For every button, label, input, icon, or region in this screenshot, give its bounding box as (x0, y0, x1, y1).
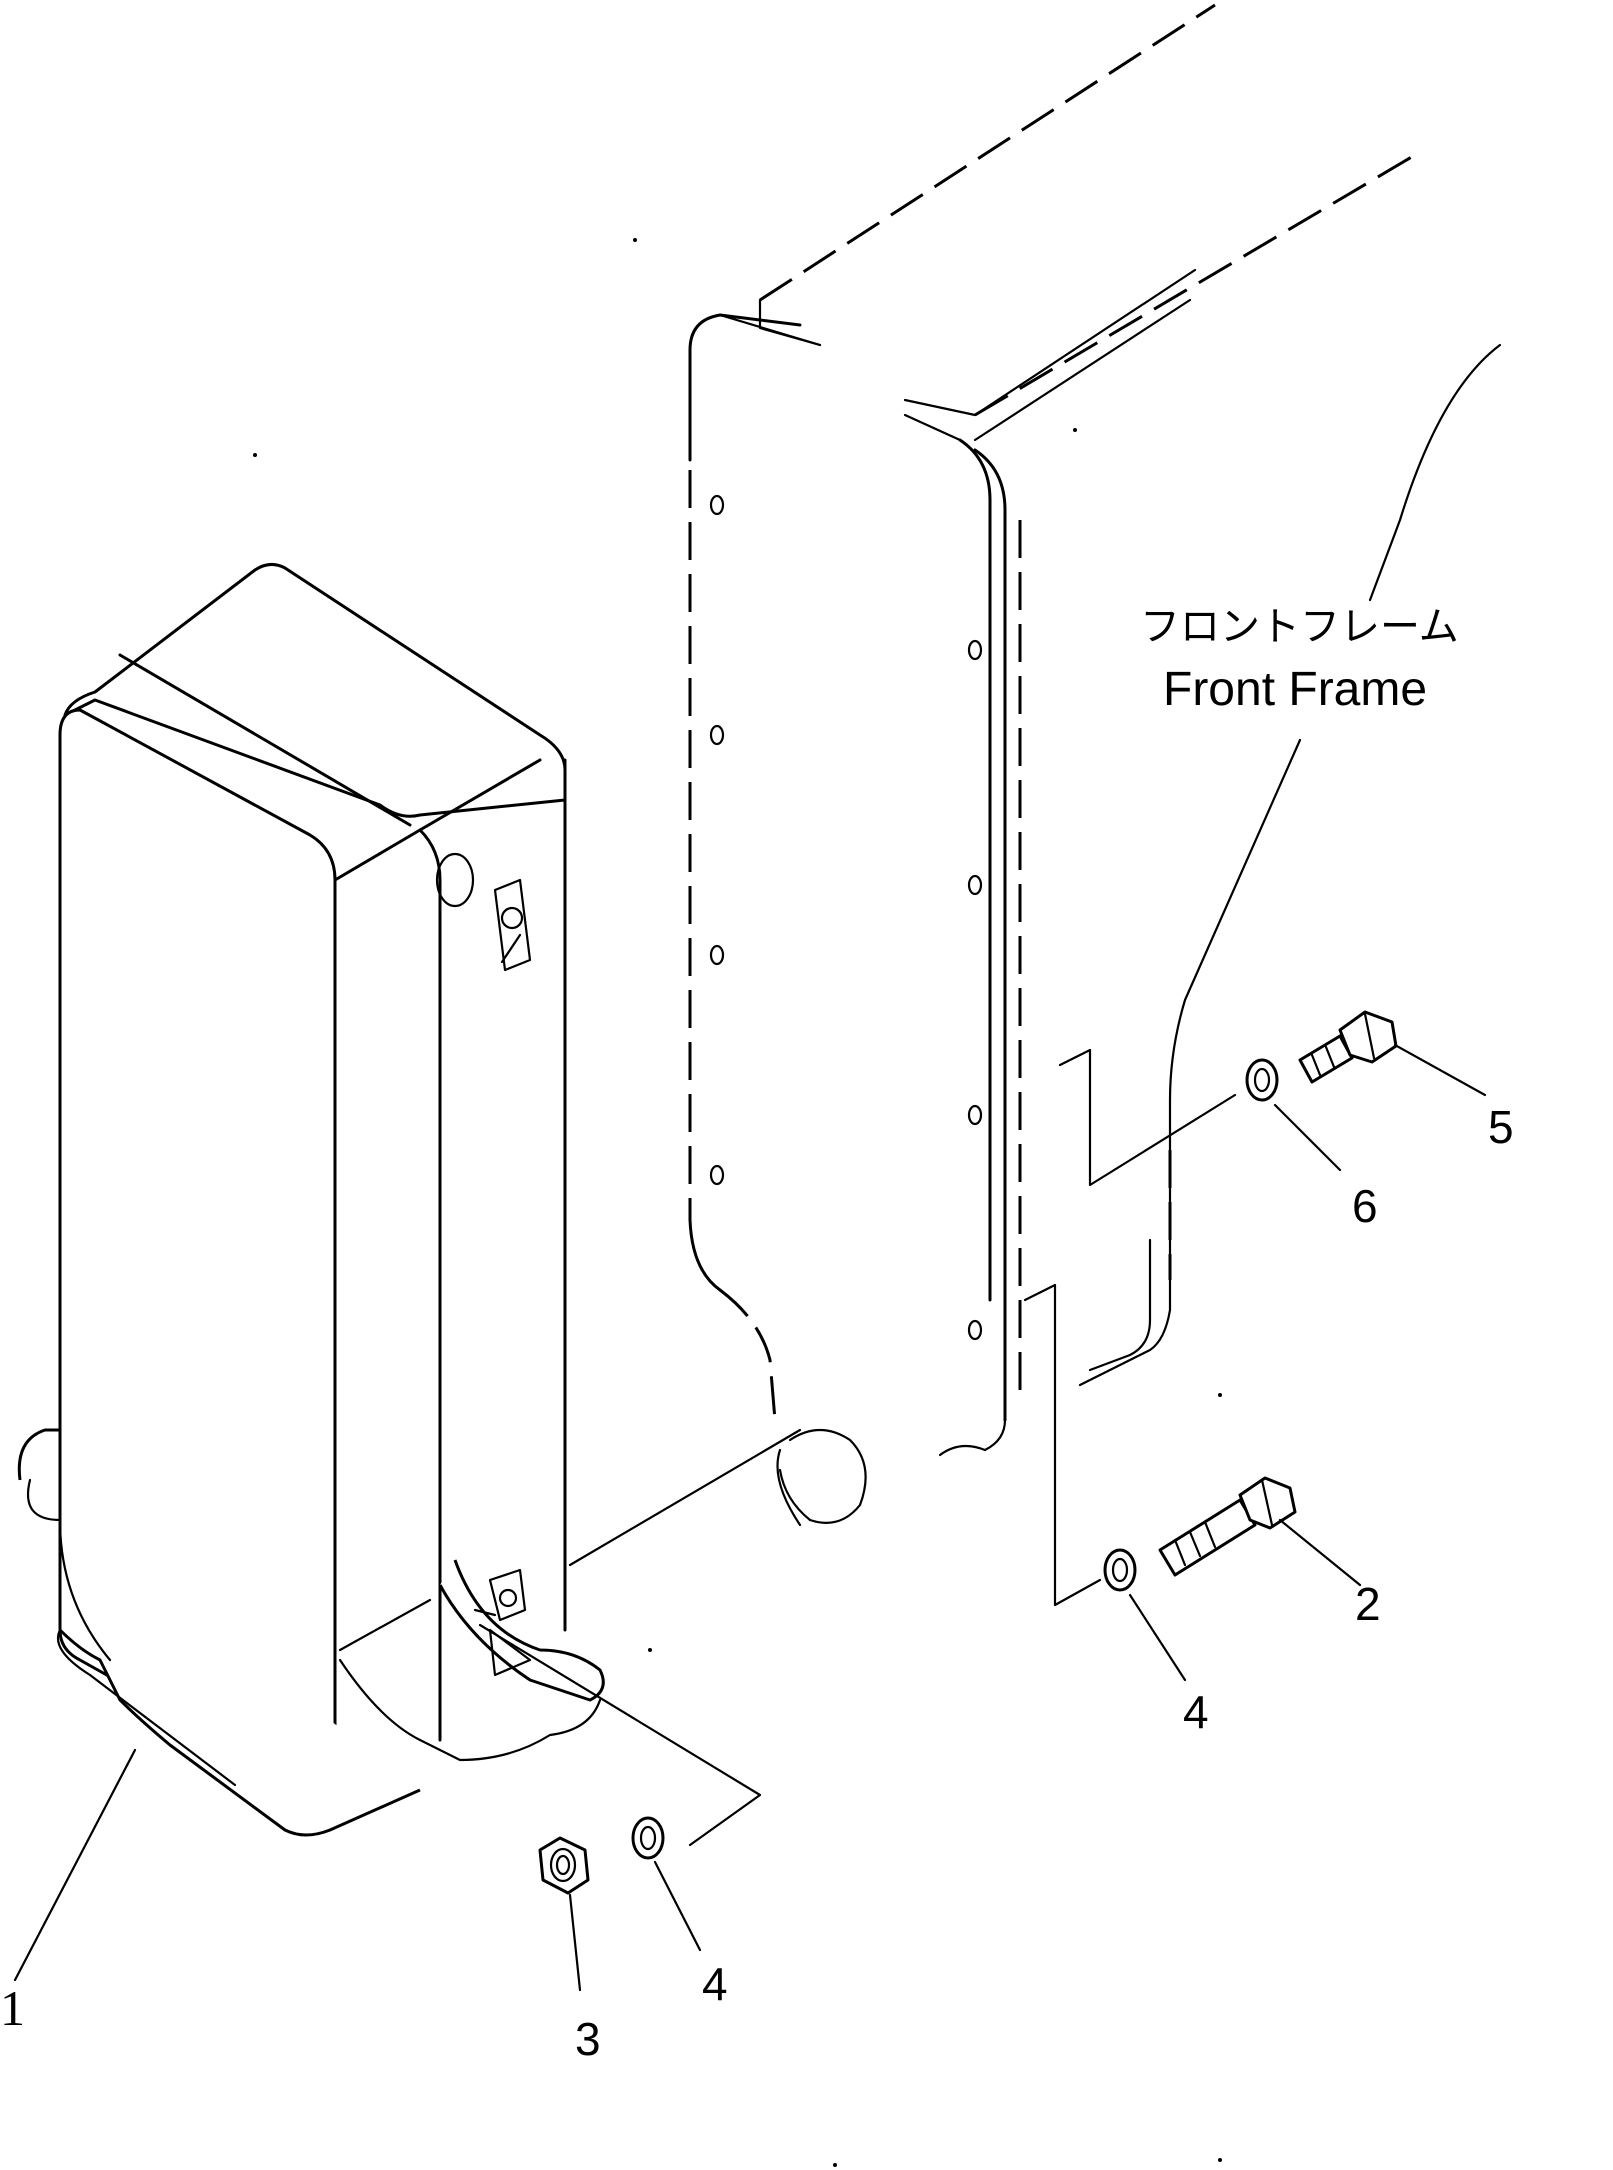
callout-label-4-lower: 4 (702, 1958, 728, 2010)
frame-label-japanese: フロントフレーム (1140, 604, 1459, 650)
frame-label-english: Front Frame (1163, 663, 1427, 716)
part-1-block (17, 563, 605, 1837)
callout-label-6: 6 (1352, 1180, 1378, 1232)
part-2-bolt (1158, 1476, 1297, 1577)
part-4-washer-upper (1103, 1548, 1137, 1592)
callout-label-5: 5 (1488, 1101, 1514, 1153)
callout-label-1: 1 (0, 1980, 25, 2036)
part-3-nut (538, 1836, 590, 1895)
part-4-washer-lower (631, 1816, 665, 1860)
part-6-washer (1245, 1058, 1279, 1102)
callout-label-3: 3 (575, 2013, 601, 2065)
part-5-bolt (1298, 1010, 1398, 1084)
scan-specks (253, 238, 1222, 2167)
callout-label-4-upper: 4 (1183, 1686, 1209, 1738)
callout-leaders (13, 1043, 1487, 1992)
front-frame (688, 3, 1502, 1527)
callout-label-2: 2 (1355, 1578, 1381, 1630)
assembly-lines (478, 1048, 1237, 1847)
